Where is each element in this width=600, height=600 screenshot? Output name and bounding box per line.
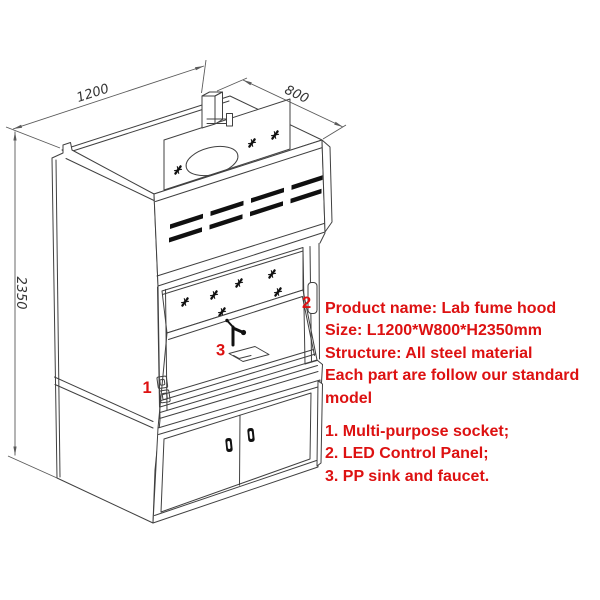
annotation-line: Product name: Lab fume hood	[325, 300, 557, 317]
led-control-panel	[307, 282, 318, 314]
door-divider	[239, 414, 241, 486]
worktop-apron	[159, 359, 323, 419]
annotation-list-item: 2. LED Control Panel;	[325, 445, 489, 463]
annotation-line: model	[325, 389, 373, 407]
annotation-line: Structure: All steel material	[325, 344, 533, 362]
part-list-annotation: 1. Multi-purpose socket; 2. LED Control …	[325, 421, 509, 488]
left-sash-post	[156, 286, 171, 429]
product-info-annotation: Product name: Lab fume hood Size: L1200*…	[325, 298, 579, 410]
annotation-line: Size: L1200*W800*H2350mm	[325, 322, 543, 340]
multi-purpose-socket	[156, 375, 171, 404]
marker-led-panel: 2	[302, 294, 311, 312]
cabinet-doors	[160, 392, 312, 513]
duct-damper	[226, 113, 233, 127]
marker-sink: 3	[216, 342, 225, 360]
louver-fascia	[153, 139, 333, 287]
base-cabinet	[152, 379, 323, 524]
cabinet-right-return	[316, 380, 323, 467]
left-door-handle	[225, 437, 233, 453]
left-side-panel	[51, 142, 161, 524]
pp-sink	[228, 346, 270, 362]
right-door-handle	[247, 427, 255, 443]
marker-socket: 1	[143, 379, 152, 397]
exhaust-duct	[201, 91, 233, 129]
right-sash-post	[302, 232, 326, 365]
faucet	[225, 318, 247, 347]
annotation-list-item: 1. Multi-purpose socket;	[325, 423, 510, 440]
dim-height-label: 2350	[13, 276, 28, 309]
annotation-list-item: 3. PP sink and faucet.	[325, 467, 490, 485]
louver-vents	[169, 175, 323, 243]
right-corner-facet	[321, 139, 333, 233]
annotation-line: Each part are follow our standard	[325, 367, 580, 385]
